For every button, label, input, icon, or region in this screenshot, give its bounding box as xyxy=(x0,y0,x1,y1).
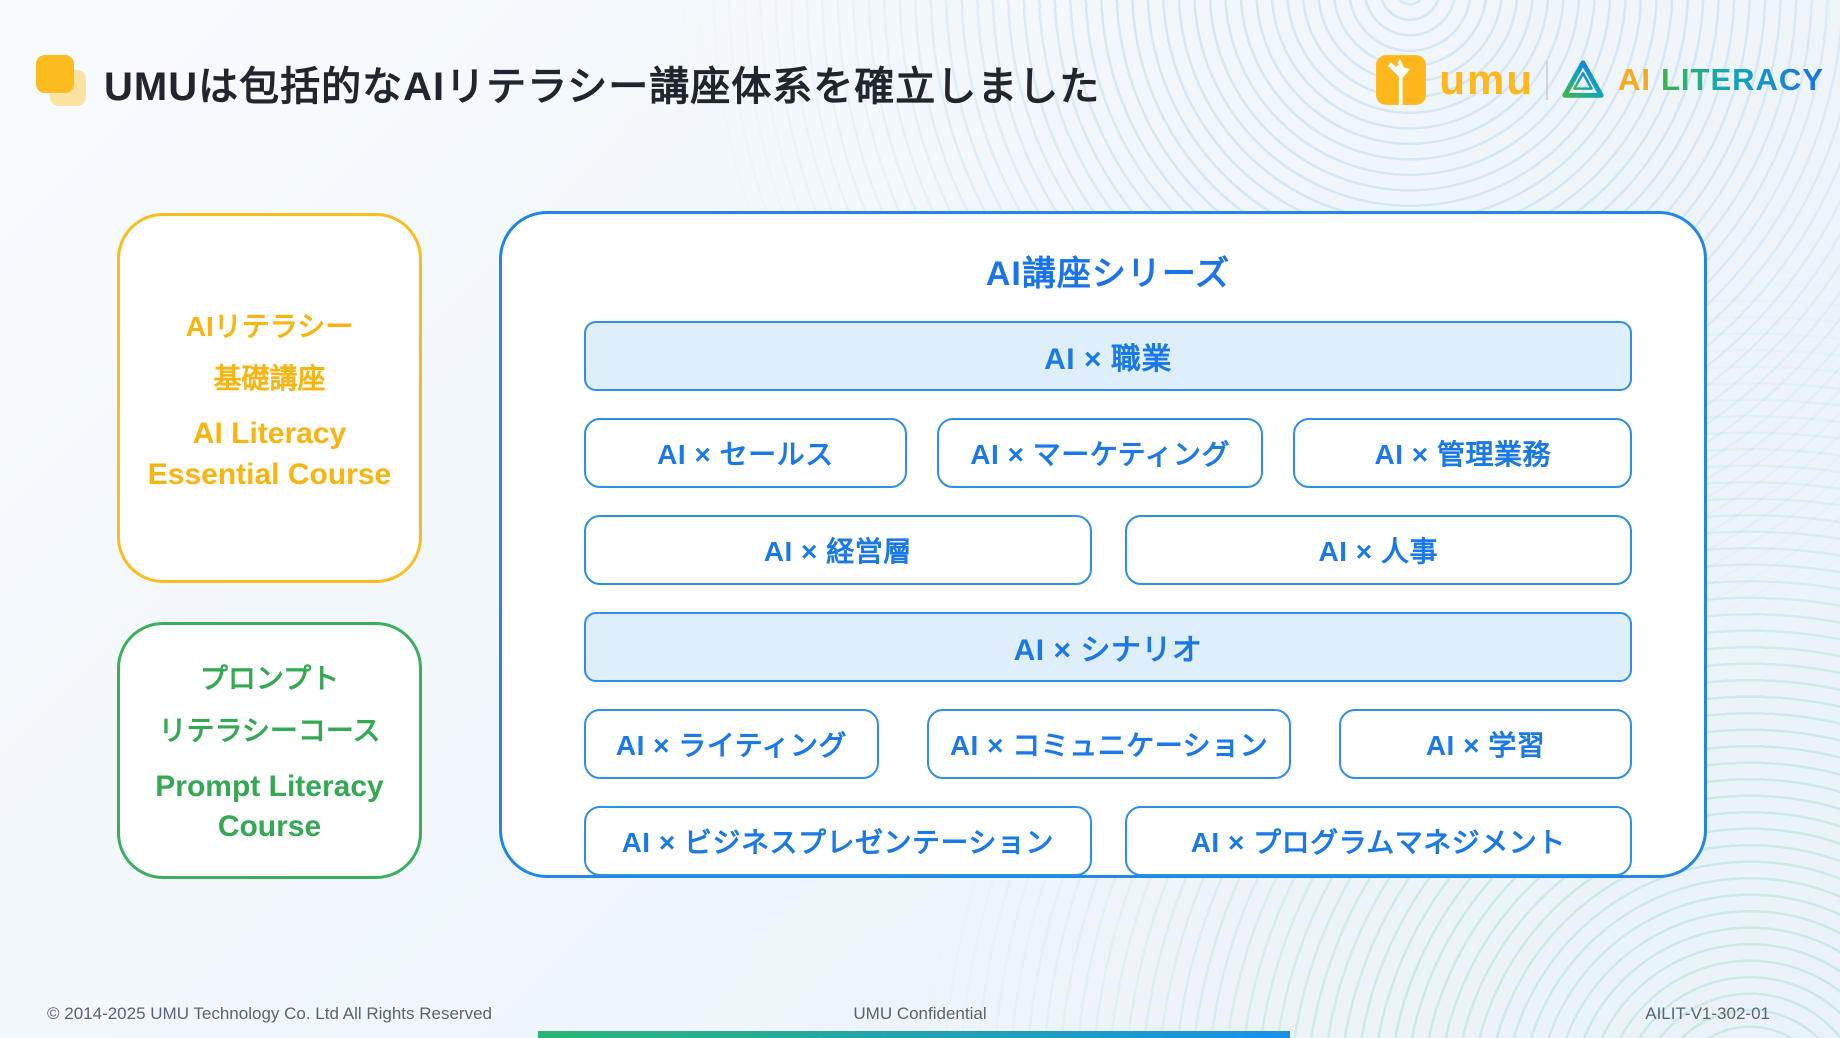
row-occupation-sub2: AI × 経営層 AI × 人事 xyxy=(584,515,1632,585)
product-name: AI LITERACY xyxy=(1618,62,1824,98)
course-rows: AI × 職業 AI × セールス AI × マーケティング AI × 管理業務… xyxy=(584,321,1632,876)
footer: UMU Confidential © 2014-2025 UMU Technol… xyxy=(0,1004,1840,1026)
title-bullet-icon xyxy=(36,55,74,93)
bottom-gradient-bar xyxy=(538,1031,1290,1038)
card-jp-line: プロンプト xyxy=(199,663,340,695)
product-name-ai: AI xyxy=(1618,62,1651,97)
row-occupation: AI × 職業 xyxy=(584,321,1632,391)
card-ai-literacy-essential: AIリテラシー 基礎講座 AI Literacy Essential Cours… xyxy=(117,213,432,594)
card-en-line: Course xyxy=(217,810,322,844)
card-jp-line: AIリテラシー xyxy=(185,310,354,342)
cell-ai-learning: AI × 学習 xyxy=(1339,709,1632,779)
page-title: UMUは包括的なAIリテラシー講座体系を確立しました xyxy=(104,65,1101,109)
card-en-lines: Prompt Literacy Course xyxy=(155,767,383,848)
product-name-literacy: LITERACY xyxy=(1661,62,1824,97)
footer-copyright: © 2014-2025 UMU Technology Co. Ltd All R… xyxy=(47,1004,493,1023)
cell-ai-hr: AI × 人事 xyxy=(1124,515,1632,585)
cell-ai-sales: AI × セールス xyxy=(584,418,907,488)
card-jp-line: 基礎講座 xyxy=(213,362,326,394)
card-en-line: AI Literacy xyxy=(192,417,347,451)
panel-title: AI講座シリーズ xyxy=(985,255,1231,293)
footer-confidential: UMU Confidential xyxy=(853,1004,987,1023)
cell-ai-occupation: AI × 職業 xyxy=(584,321,1632,391)
card-en-line: Prompt Literacy xyxy=(155,769,384,803)
row-scenario-sub2: AI × ビジネスプレゼンテーション AI × プログラムマネジメント xyxy=(584,806,1632,876)
row-scenario-sub: AI × ライティング AI × コミュニケーション AI × 学習 xyxy=(584,709,1632,779)
row-scenario: AI × シナリオ xyxy=(584,612,1632,682)
cell-ai-writing: AI × ライティング xyxy=(584,709,879,779)
cell-ai-admin: AI × 管理業務 xyxy=(1293,418,1632,488)
cell-ai-communication: AI × コミュニケーション xyxy=(926,709,1292,779)
cell-ai-executives: AI × 経営層 xyxy=(584,515,1092,585)
card-jp-line: リテラシーコース xyxy=(158,715,381,746)
umu-wordmark: umu xyxy=(1439,56,1534,103)
row-occupation-sub: AI × セールス AI × マーケティング AI × 管理業務 xyxy=(584,418,1632,488)
card-en-lines: AI Literacy Essential Course xyxy=(148,414,391,495)
umu-giraffe-logo-icon xyxy=(1376,55,1427,105)
card-en-line: Essential Course xyxy=(147,457,392,491)
cell-ai-marketing: AI × マーケティング xyxy=(936,418,1264,488)
card-prompt-literacy: プロンプト リテラシーコース Prompt Literacy Course xyxy=(117,622,432,890)
cell-ai-business-presentation: AI × ビジネスプレゼンテーション xyxy=(584,806,1092,876)
logo-divider xyxy=(1546,60,1548,100)
logo-cluster: umu AI LITERACY xyxy=(1375,52,1824,108)
ai-literacy-triangle-icon xyxy=(1562,60,1604,98)
cell-ai-program-management: AI × プログラムマネジメント xyxy=(1124,806,1632,876)
panel-ai-course-series: AI講座シリーズ AI × 職業 AI × セールス AI × マーケティング … xyxy=(499,211,1720,892)
footer-doc-code: AILIT-V1-302-01 xyxy=(1645,1004,1770,1023)
cell-ai-scenario: AI × シナリオ xyxy=(584,612,1632,682)
